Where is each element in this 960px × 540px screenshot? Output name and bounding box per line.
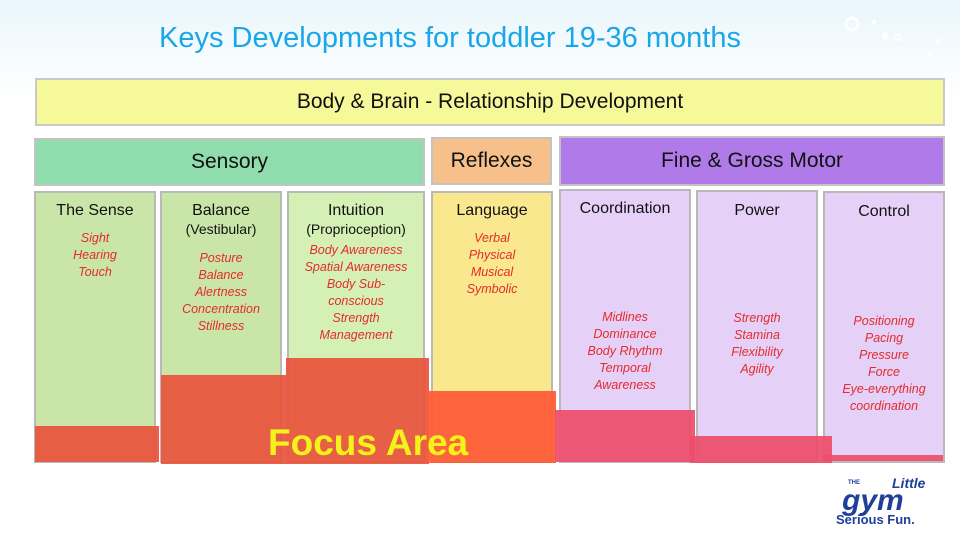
list-item: Stillness bbox=[197, 319, 245, 333]
list-item: Balance bbox=[198, 268, 244, 282]
bubbles-decoration-icon bbox=[844, 16, 941, 56]
list-item: Spatial Awareness bbox=[304, 260, 408, 274]
group-header-motor: Fine & Gross Motor bbox=[559, 136, 945, 186]
list-item: Temporal bbox=[599, 361, 651, 375]
logo-small-text: THE bbox=[848, 480, 860, 486]
list-item: Positioning bbox=[853, 314, 915, 328]
column-items: Posture Balance Alertness Concentration … bbox=[162, 250, 280, 335]
list-item: Body Rhythm bbox=[587, 344, 663, 358]
list-item: conscious bbox=[328, 294, 384, 308]
focus-fill-language bbox=[427, 391, 556, 463]
list-item: Alertness bbox=[194, 285, 248, 299]
list-item: Physical bbox=[468, 248, 516, 262]
list-item: Body Sub- bbox=[326, 277, 386, 291]
logo-top-text: Little bbox=[892, 475, 926, 491]
list-item: Concentration bbox=[182, 302, 260, 316]
list-item: coordination bbox=[849, 399, 919, 413]
column-items: Sight Hearing Touch bbox=[36, 230, 154, 281]
column-title: Power bbox=[734, 202, 780, 219]
focus-fill-control bbox=[823, 455, 943, 461]
column-title: Control bbox=[858, 203, 910, 220]
list-item: Awareness bbox=[594, 378, 656, 392]
focus-area-label: Focus Area bbox=[268, 422, 469, 463]
list-item: Midlines bbox=[602, 310, 648, 324]
focus-fill-balance bbox=[161, 375, 286, 464]
column-items: Midlines Dominance Body Rhythm Temporal … bbox=[561, 309, 689, 394]
focus-fill-coordination bbox=[555, 410, 695, 462]
column-subtitle: (Proprioception) bbox=[306, 221, 406, 237]
list-item: Management bbox=[319, 328, 393, 342]
column-the-sense: The Sense Sight Hearing Touch bbox=[34, 191, 156, 463]
column-items: Verbal Physical Musical Symbolic bbox=[433, 230, 551, 298]
column-items: Body Awareness Spatial Awareness Body Su… bbox=[289, 242, 423, 344]
list-item: Pressure bbox=[858, 348, 910, 362]
body-brain-banner: Body & Brain - Relationship Development bbox=[35, 78, 945, 126]
column-title: Intuition bbox=[327, 202, 385, 219]
list-item: Flexibility bbox=[731, 345, 783, 359]
column-title: Balance bbox=[192, 202, 250, 219]
focus-fill-the-sense bbox=[35, 426, 159, 462]
list-item: Verbal bbox=[474, 231, 510, 245]
column-subtitle: (Vestibular) bbox=[185, 221, 257, 237]
column-items: Strength Stamina Flexibility Agility bbox=[698, 310, 816, 378]
column-power: Power Strength Stamina Flexibility Agili… bbox=[696, 190, 818, 463]
list-item: Agility bbox=[740, 362, 774, 376]
list-item: Posture bbox=[199, 251, 243, 265]
column-title: Language bbox=[456, 202, 528, 219]
list-item: Hearing bbox=[73, 248, 117, 262]
list-item: Pacing bbox=[864, 331, 904, 345]
focus-fill-power bbox=[690, 436, 832, 463]
list-item: Force bbox=[868, 365, 900, 379]
slide-title: Keys Developments for toddler 19-36 mont… bbox=[159, 22, 741, 54]
little-gym-logo: THE Little gym Serious Fun. bbox=[832, 472, 947, 528]
column-control: Control Positioning Pacing Pressure Forc… bbox=[823, 191, 945, 463]
list-item: Eye-everything bbox=[842, 382, 926, 396]
logo-brand-text: gym bbox=[841, 484, 904, 517]
column-title: The Sense bbox=[56, 202, 134, 219]
list-item: Body Awareness bbox=[309, 243, 403, 257]
group-header-sensory: Sensory bbox=[34, 138, 425, 186]
list-item: Strength bbox=[332, 311, 380, 325]
list-item: Sight bbox=[80, 231, 110, 245]
list-item: Musical bbox=[470, 265, 514, 279]
column-items: Positioning Pacing Pressure Force Eye-ev… bbox=[825, 313, 943, 415]
little-gym-logo-icon: THE Little gym Serious Fun. bbox=[836, 475, 926, 527]
list-item: Strength bbox=[733, 311, 781, 325]
column-title: Coordination bbox=[579, 200, 671, 217]
logo-tagline-text: Serious Fun. bbox=[836, 512, 915, 527]
group-header-reflexes: Reflexes bbox=[431, 137, 552, 185]
focus-fill-intuition bbox=[286, 358, 429, 464]
list-item: Dominance bbox=[593, 327, 657, 341]
list-item: Symbolic bbox=[466, 282, 518, 296]
list-item: Touch bbox=[78, 265, 112, 279]
list-item: Stamina bbox=[734, 328, 780, 342]
